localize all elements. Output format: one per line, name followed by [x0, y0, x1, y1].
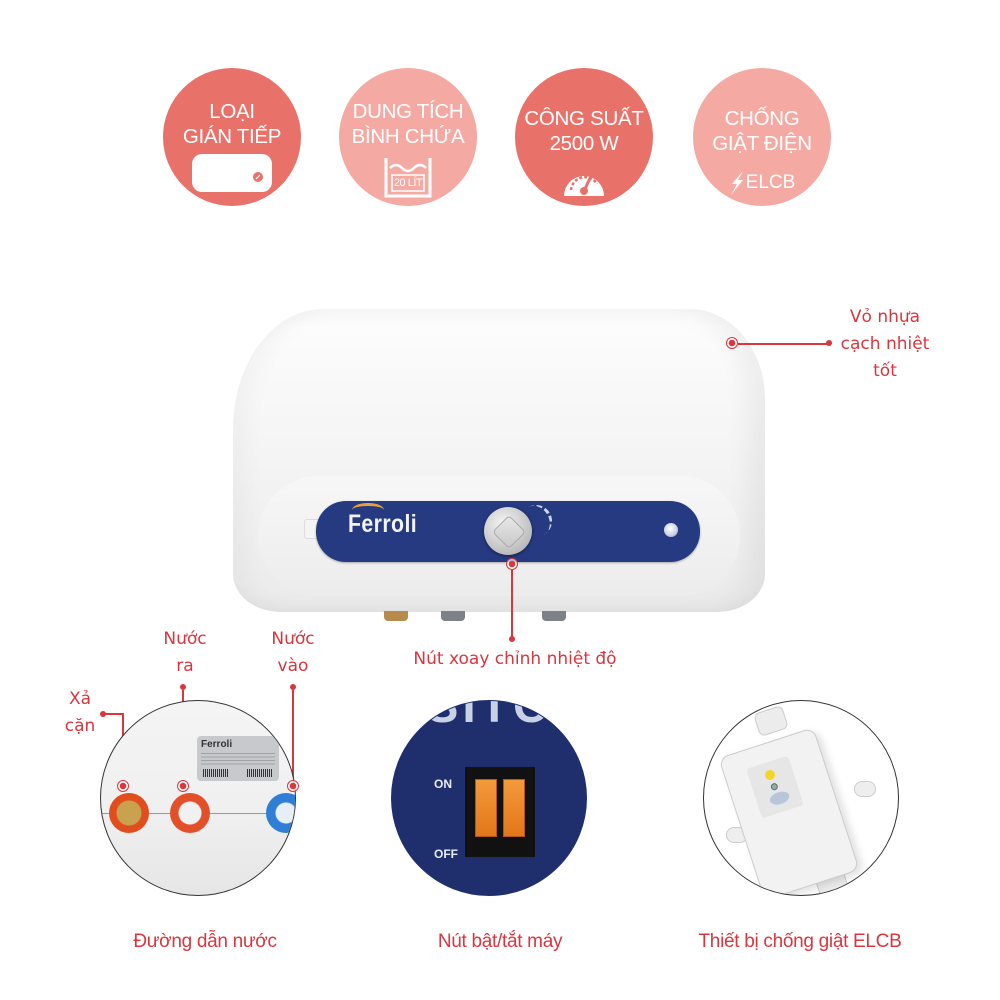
drain-leader-dot	[100, 711, 106, 717]
outlet-annotation: Nước ra	[163, 629, 207, 676]
badge-type-line2: GIÁN TIẾP	[182, 125, 282, 148]
inlet-leader-dot	[290, 684, 296, 690]
badge-power-line1: CÔNG SUẤT	[524, 107, 644, 130]
tank-capacity-label: 20 LÍT	[393, 177, 423, 189]
shell-leader-dot	[826, 340, 832, 346]
drain-annotation: Xả cặn	[64, 689, 96, 736]
inlet-leader-line	[292, 690, 294, 786]
tank-icon	[384, 158, 432, 198]
badge-type: LOẠI GIÁN TIẾP	[163, 68, 301, 206]
drain-marker	[117, 780, 129, 792]
brand-logo: Ferroli	[348, 510, 418, 538]
rating-plate: Ferroli	[197, 736, 279, 781]
inlet-marker	[287, 780, 299, 792]
inlet-pipe	[542, 611, 566, 621]
switch-on-label: ON	[434, 777, 452, 791]
barcode	[203, 769, 229, 777]
badge-capacity-line1: DUNG TÍCH	[352, 100, 464, 123]
badge-shock-line1: CHỐNG	[724, 107, 800, 130]
outlet-fitting	[170, 793, 210, 833]
shell-marker	[726, 337, 738, 349]
outlet-marker	[177, 780, 189, 792]
elcb-cable-top	[753, 704, 789, 738]
switch-off-label: OFF	[434, 847, 458, 861]
knob-leader-dot	[509, 636, 515, 642]
drain-leader-line-h	[104, 713, 123, 715]
drain-fitting	[109, 793, 149, 833]
drain-pipe	[384, 611, 408, 621]
badge-shock-line2: GIẬT ĐIỆN	[712, 132, 812, 155]
elcb-label: ELCB	[745, 172, 796, 193]
elcb-detail	[703, 700, 899, 896]
water-heater-icon	[192, 154, 272, 192]
knob-marker	[506, 558, 518, 570]
gauge-icon	[564, 168, 604, 196]
logo-arc-icon	[352, 503, 384, 517]
outlet-pipe	[441, 611, 465, 621]
knob-annotation: Nút xoay chỉnh nhiệt độ	[413, 649, 617, 669]
shell-leader-line	[738, 343, 828, 345]
badge-capacity: DUNG TÍCH BÌNH CHỨA 20 LÍT	[339, 68, 477, 206]
plumbing-detail: Ferroli	[100, 700, 296, 896]
lightning-icon	[730, 171, 743, 195]
power-switch-detail: SITC ON OFF	[391, 700, 587, 896]
badge-power-line2: 2500 W	[549, 132, 619, 155]
outlet-leader-dot	[180, 684, 186, 690]
badge-power: CÔNG SUẤT 2500 W	[515, 68, 653, 206]
elcb-caption: Thiết bị chống giật ELCB	[698, 931, 902, 952]
status-led	[769, 782, 779, 792]
shell-annotation: Vỏ nhựa cạch nhiệt tốt	[840, 307, 930, 381]
badge-capacity-line2: BÌNH CHỨA	[351, 125, 465, 148]
inlet-fitting	[266, 793, 295, 833]
elcb-device	[718, 727, 860, 895]
test-button[interactable]	[768, 789, 791, 807]
temperature-knob[interactable]	[484, 507, 532, 555]
rocker-switch[interactable]	[465, 767, 535, 857]
barcode	[247, 769, 273, 777]
knob-leader-line	[511, 570, 513, 638]
badge-shock-protection: CHỐNG GIẬT ĐIỆN ELCB	[693, 68, 831, 206]
indicator-light	[664, 523, 678, 537]
badge-type-line1: LOẠI	[209, 100, 255, 123]
inlet-annotation: Nước vào	[271, 629, 315, 676]
switch-caption: Nút bật/tắt máy	[437, 931, 563, 952]
power-led	[763, 768, 777, 782]
mount-tab	[854, 781, 876, 797]
plumbing-caption: Đường dẫn nước	[133, 931, 277, 952]
